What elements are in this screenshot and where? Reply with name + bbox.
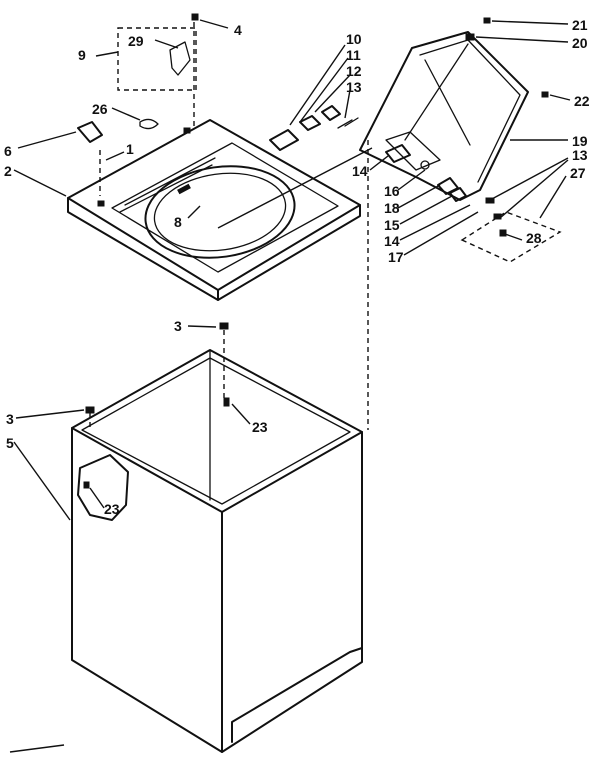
callout-3-upper: 3: [174, 318, 182, 334]
callout-23-lower: 23: [104, 501, 120, 517]
fasteners: [77, 13, 549, 414]
lid-hinge-hardware: [385, 144, 467, 202]
callout-13-lid: 13: [572, 147, 588, 163]
hinge-set: [269, 105, 359, 151]
callout-27: 27: [570, 165, 586, 181]
inset-box-28: [460, 211, 562, 263]
callout-8: 8: [174, 214, 182, 230]
callout-11: 11: [346, 47, 361, 63]
callout-29: 29: [128, 33, 144, 49]
top-panel: [67, 119, 361, 301]
callout-20: 20: [572, 35, 588, 51]
callout-15: 15: [384, 217, 400, 233]
callout-21: 21: [572, 17, 588, 33]
callout-6: 6: [4, 143, 12, 159]
callout-4: 4: [234, 22, 242, 38]
callout-5: 5: [6, 435, 14, 451]
callout-16: 16: [384, 183, 400, 199]
lid: [359, 31, 529, 201]
callout-3-lower: 3: [6, 411, 14, 427]
callout-26: 26: [92, 101, 108, 117]
callout-18: 18: [384, 200, 400, 216]
callout-12: 12: [346, 63, 362, 79]
callout-14-lower: 14: [384, 233, 400, 249]
assembly-guide-lines: [89, 22, 373, 430]
cabinet: [71, 349, 363, 753]
callout-23-upper: 23: [252, 419, 268, 435]
leader-lines: [9, 19, 571, 753]
callout-1: 1: [126, 141, 134, 157]
callout-13-hinge: 13: [346, 79, 362, 95]
callout-28: 28: [526, 230, 542, 246]
callout-17: 17: [388, 249, 404, 265]
callout-2: 2: [4, 163, 12, 179]
inset-box-29: [117, 27, 197, 91]
callout-22: 22: [574, 93, 590, 109]
callout-9: 9: [78, 47, 86, 63]
callout-19: 19: [572, 133, 588, 149]
callout-10: 10: [346, 31, 362, 47]
callout-labels: 29 9 4 10 11 12 13 26 6 1 2 8 21 20 22 1…: [4, 17, 590, 517]
callout-14-upper: 14: [352, 163, 368, 179]
